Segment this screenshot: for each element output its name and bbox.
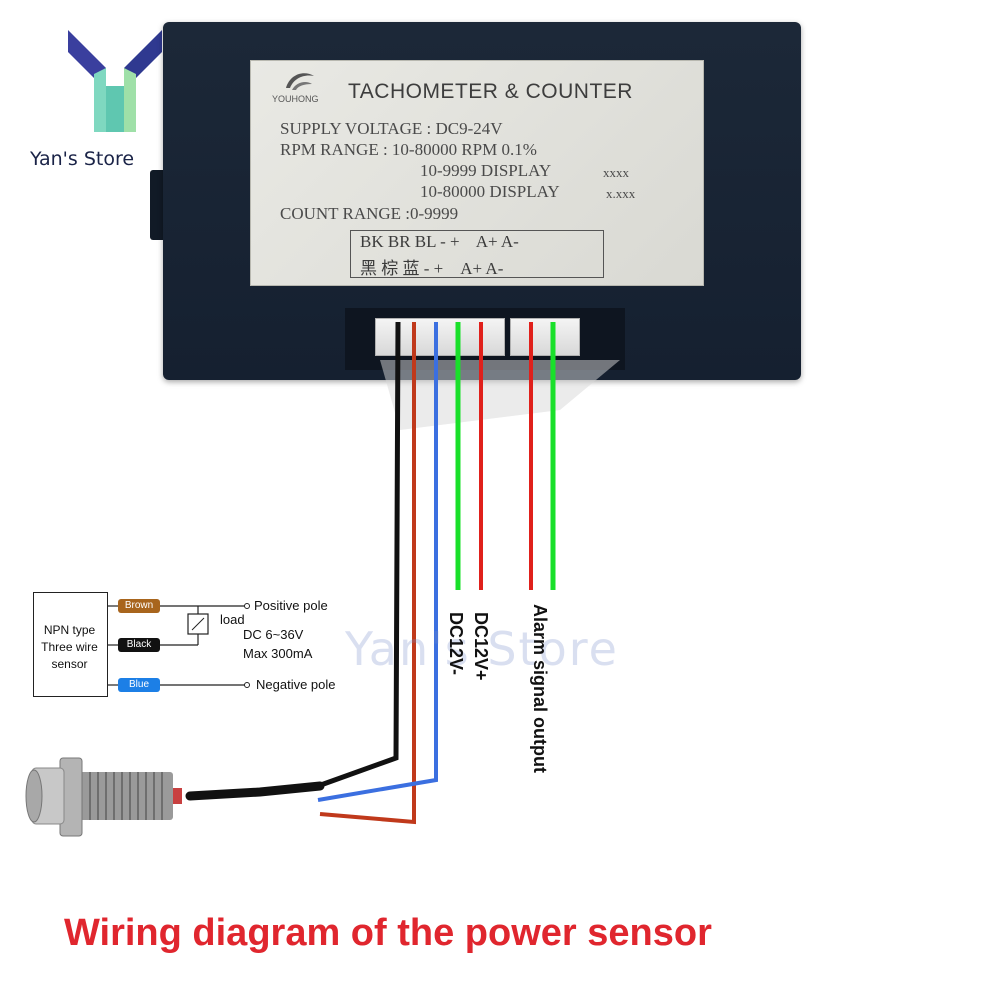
sensor-line-3: sensor — [51, 657, 88, 671]
terminal-labels-cn: 黑 棕 蓝 - + A+ A- — [360, 259, 504, 278]
sensor-description: NPN type Three wire sensor — [33, 622, 106, 673]
sensor-box — [33, 592, 108, 697]
black-wire-tag: Black — [118, 638, 160, 652]
terminal-legend-box — [350, 230, 604, 278]
negative-pole-label: Negative pole — [256, 677, 336, 692]
watermark: Yan's Store — [345, 622, 619, 676]
logo-text: Yan's Store — [30, 148, 135, 170]
black-wire — [317, 321, 401, 789]
logo-icon — [68, 30, 162, 132]
display2-format: x.xxx — [606, 186, 636, 201]
dc-range-label: DC 6~36V — [243, 627, 304, 642]
device-title: TACHOMETER & COUNTER — [348, 80, 633, 103]
proximity-sensor-icon — [25, 757, 173, 837]
sensor-line-2: Three wire — [41, 640, 98, 654]
brown-wire — [319, 322, 416, 825]
positive-pole-label: Positive pole — [254, 598, 328, 613]
alarm-connector — [510, 318, 580, 356]
load-label: load — [220, 612, 245, 627]
dc-minus-label: DC12V- — [446, 612, 466, 676]
alarm-output-label: Alarm signal output — [530, 604, 550, 774]
supply-voltage: SUPPLY VOLTAGE : DC9-24V — [280, 119, 503, 138]
device-label-plate — [250, 60, 704, 286]
blue-wire — [317, 322, 438, 802]
display1-range: 10-9999 DISPLAY — [420, 161, 552, 180]
sensor-line-1: NPN type — [43, 623, 96, 637]
diagram-caption: Wiring diagram of the power sensor — [64, 912, 712, 954]
dc-plus-label: DC12V+ — [471, 612, 491, 681]
brand-name: YOUHONG — [272, 94, 319, 104]
brown-wire-tag: Brown — [118, 599, 160, 613]
display1-format: xxxx — [603, 165, 629, 180]
max-current-label: Max 300mA — [243, 646, 313, 661]
blue-wire-tag: Blue — [118, 678, 160, 692]
terminal-labels-en: BK BR BL - + A+ A- — [360, 232, 519, 251]
rpm-range: RPM RANGE : 10-80000 RPM 0.1% — [280, 140, 537, 159]
display2-range: 10-80000 DISPLAY — [420, 182, 560, 201]
count-range: COUNT RANGE :0-9999 — [280, 204, 459, 223]
brand-logo-icon — [286, 73, 314, 90]
